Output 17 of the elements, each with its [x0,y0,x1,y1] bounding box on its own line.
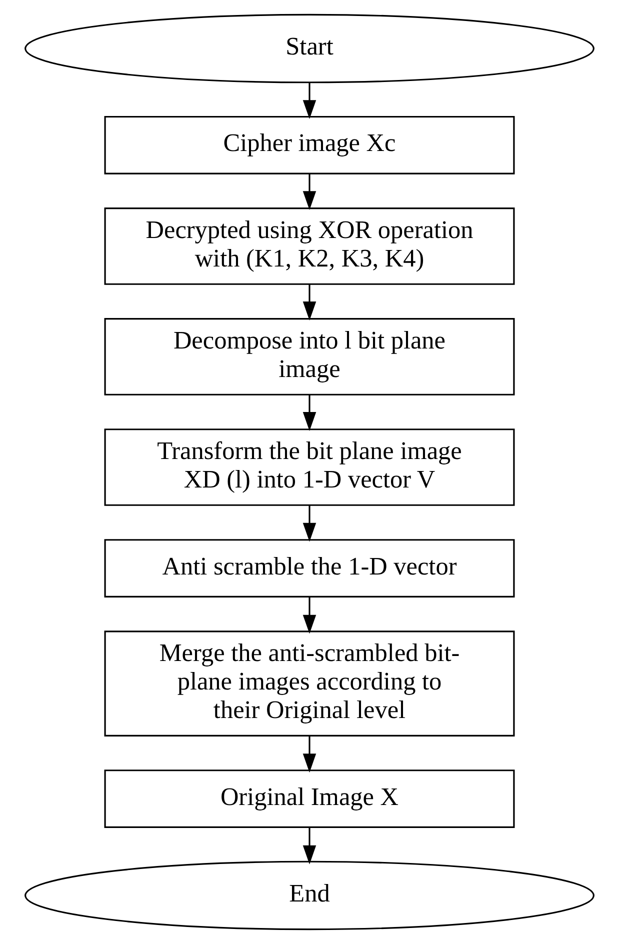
arrow [302,597,316,634]
node-box: Transform the bit plane image XD (l) into 1-D vector V [104,428,515,506]
node-ellipse: End [24,860,594,930]
arrow [302,82,316,120]
node-ellipse: Start [24,14,594,84]
node-box: Anti scramble the 1-D vector [104,539,515,598]
node-box: Cipher image Xc [104,116,515,174]
arrow [302,174,316,210]
arrow [302,827,316,864]
arrow [302,284,316,321]
arrow [302,505,316,542]
arrow [302,394,316,432]
node-box: Decompose into l bit plane image [104,318,515,396]
node-box: Merge the anti-scrambled bit-plane images according to their Original level [104,630,515,736]
node-box: Original Image X [104,770,515,828]
node-box: Decrypted using XOR operation with (K1, K2, K3, K4) [104,208,515,285]
arrow [302,736,316,773]
